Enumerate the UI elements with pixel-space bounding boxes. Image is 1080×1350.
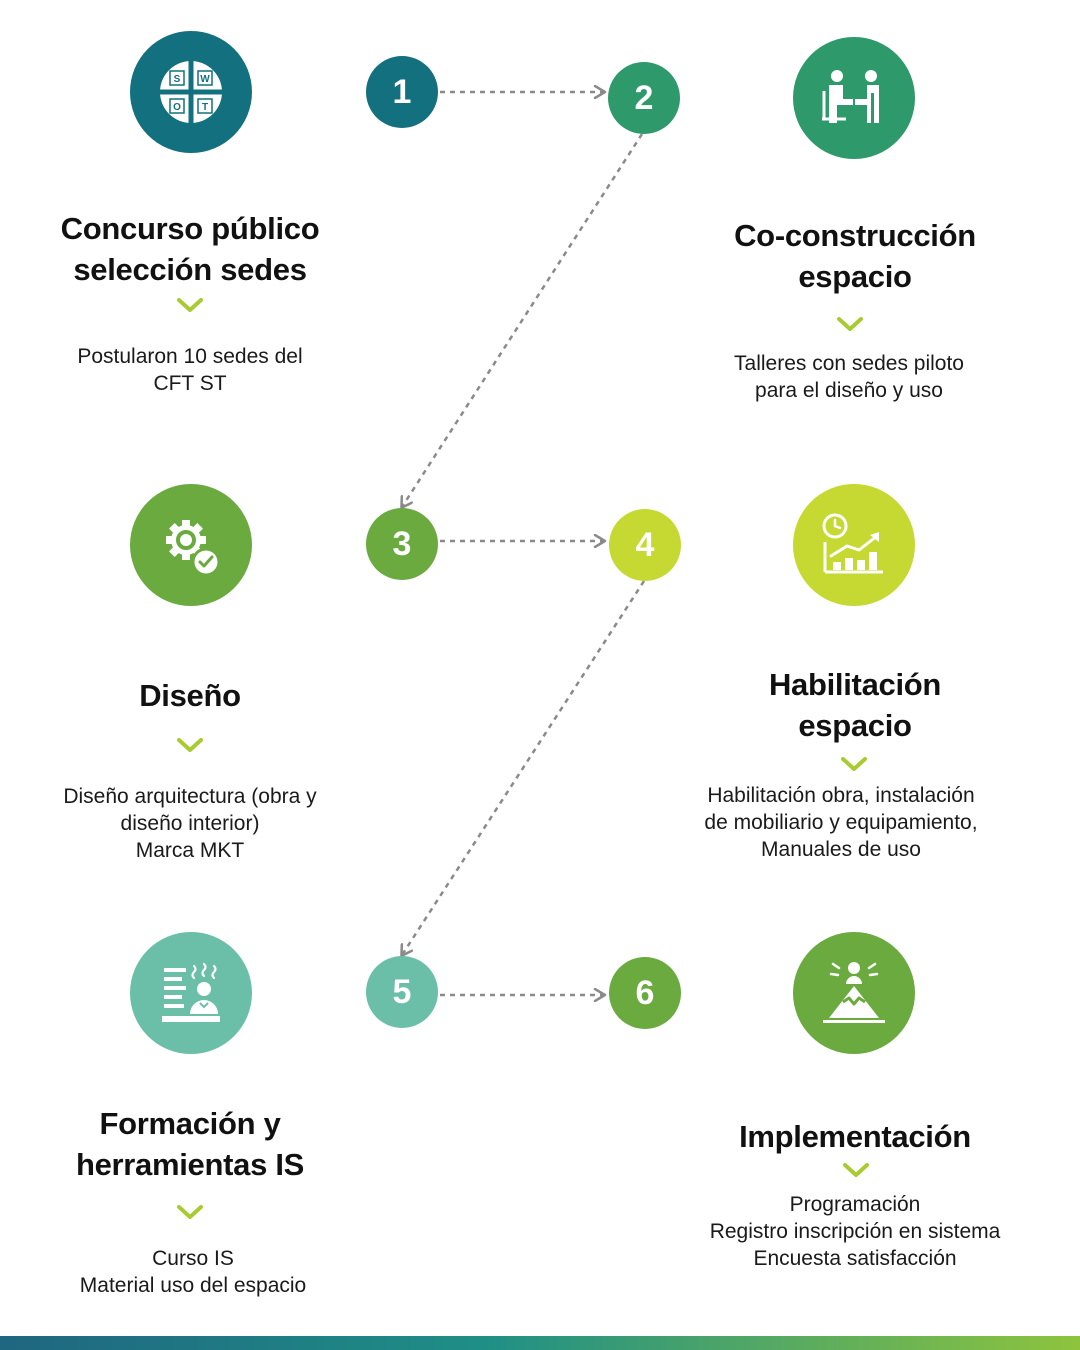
step-1-title-line-2: selección sedes bbox=[73, 252, 307, 287]
step-2-desc-line-1: Talleres con sedes piloto bbox=[734, 352, 964, 375]
step-2-title-line-2: espacio bbox=[798, 259, 912, 294]
step-6-chevron-down-icon bbox=[843, 1163, 869, 1177]
arrow-2-to-3 bbox=[402, 133, 644, 507]
step-5-title: Formación y herramientas IS bbox=[40, 1103, 340, 1185]
step-1-title: Concurso público selección sedes bbox=[40, 208, 340, 290]
step-4-desc-line-3: Manuales de uso bbox=[761, 838, 921, 861]
swot-letter-w: W bbox=[200, 74, 210, 85]
arrow-4-to-5 bbox=[402, 580, 646, 955]
step-3-title: Diseño bbox=[40, 675, 340, 716]
step-1-chevron-down-icon bbox=[177, 298, 203, 312]
step-1-number: 1 bbox=[366, 56, 438, 128]
step-1-description: Postularon 10 sedes del CFT ST bbox=[30, 343, 350, 397]
step-3-icon-circle bbox=[130, 484, 252, 606]
step-6-title-line-1: Implementación bbox=[739, 1119, 971, 1154]
step-1-desc-line-2: CFT ST bbox=[153, 372, 227, 395]
step-2-title: Co-construcción espacio bbox=[700, 215, 1010, 297]
gear-check-icon bbox=[166, 520, 221, 577]
step-1-title-line-1: Concurso público bbox=[60, 211, 320, 246]
step-6-title: Implementación bbox=[690, 1116, 1020, 1157]
step-6-icon-circle bbox=[793, 932, 915, 1054]
step-3-desc-line-1: Diseño arquitectura (obra y bbox=[63, 785, 317, 808]
step-4-title: Habilitación espacio bbox=[700, 664, 1010, 746]
step-2-desc-line-2: para el diseño y uso bbox=[755, 379, 943, 402]
step-5-chevron-down-icon bbox=[177, 1205, 203, 1219]
step-4-title-line-1: Habilitación bbox=[768, 667, 942, 702]
step-4-number: 4 bbox=[609, 509, 681, 581]
step-3-chevron-down-icon bbox=[177, 738, 203, 752]
step-4-desc-line-1: Habilitación obra, instalación bbox=[707, 784, 975, 807]
step-2-number: 2 bbox=[608, 62, 680, 134]
handshake-people-icon bbox=[822, 70, 879, 123]
clock-growth-chart-icon bbox=[822, 513, 883, 574]
swot-letter-t: T bbox=[202, 102, 208, 113]
step-2-chevron-down-icon bbox=[837, 317, 863, 331]
step-6-desc-line-2: Registro inscripción en sistema bbox=[709, 1220, 1001, 1243]
step-4-chevron-down-icon bbox=[841, 757, 867, 771]
step-3-desc-line-3: Marca MKT bbox=[135, 839, 245, 862]
swot-letter-s: S bbox=[174, 74, 181, 85]
step-3-description: Diseño arquitectura (obra y diseño inter… bbox=[30, 783, 350, 864]
step-4-icon-circle bbox=[793, 484, 915, 606]
step-6-description: Programación Registro inscripción en sis… bbox=[680, 1191, 1030, 1272]
step-5-title-line-2: herramientas IS bbox=[75, 1147, 305, 1182]
swot-letter-o: O bbox=[173, 102, 181, 113]
swot-icon: S W O T bbox=[159, 60, 223, 124]
bottom-gradient-bar bbox=[0, 1336, 1080, 1350]
step-5-icon-circle bbox=[130, 932, 252, 1054]
step-3-desc-line-2: diseño interior) bbox=[120, 812, 260, 835]
step-5-desc-line-1: Curso IS bbox=[152, 1247, 234, 1270]
step-6-desc-line-1: Programación bbox=[789, 1193, 921, 1216]
step-4-desc-line-2: de mobiliario y equipamiento, bbox=[704, 811, 978, 834]
step-4-description: Habilitación obra, instalación de mobili… bbox=[680, 782, 1002, 863]
step-3-title-line-1: Diseño bbox=[139, 678, 241, 713]
step-5-number: 5 bbox=[366, 956, 438, 1028]
step-2-title-line-1: Co-construcción bbox=[734, 218, 976, 253]
step-1-icon-circle: S W O T bbox=[130, 31, 252, 153]
step-4-title-line-2: espacio bbox=[798, 708, 912, 743]
step-6-number: 6 bbox=[609, 957, 681, 1029]
step-6-desc-line-3: Encuesta satisfacción bbox=[753, 1247, 957, 1270]
step-5-description: Curso IS Material uso del espacio bbox=[30, 1245, 356, 1299]
training-presenter-icon bbox=[162, 962, 220, 1022]
step-5-desc-line-2: Material uso del espacio bbox=[79, 1274, 307, 1297]
achievement-mountain-icon bbox=[823, 962, 885, 1023]
step-5-title-line-1: Formación y bbox=[99, 1106, 281, 1141]
step-1-desc-line-1: Postularon 10 sedes del bbox=[77, 345, 303, 368]
step-2-icon-circle bbox=[793, 37, 915, 159]
step-3-number: 3 bbox=[366, 508, 438, 580]
step-2-description: Talleres con sedes piloto para el diseño… bbox=[690, 350, 1008, 404]
